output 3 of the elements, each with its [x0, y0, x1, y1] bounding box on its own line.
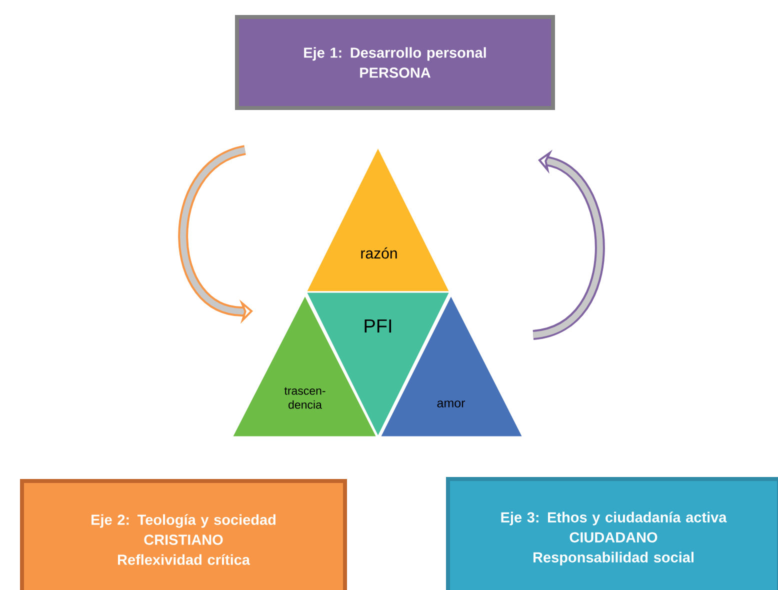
text-box: Eje 3: Ethos y ciudadanía activa CIUDADANO Responsabilidad social: [446, 477, 778, 590]
text-box: Eje 2: Teología y sociedad CRISTIANO Reflexividad crítica: [20, 479, 347, 590]
text-box: Eje 1: Desarrollo personal PERSONA: [235, 15, 555, 110]
